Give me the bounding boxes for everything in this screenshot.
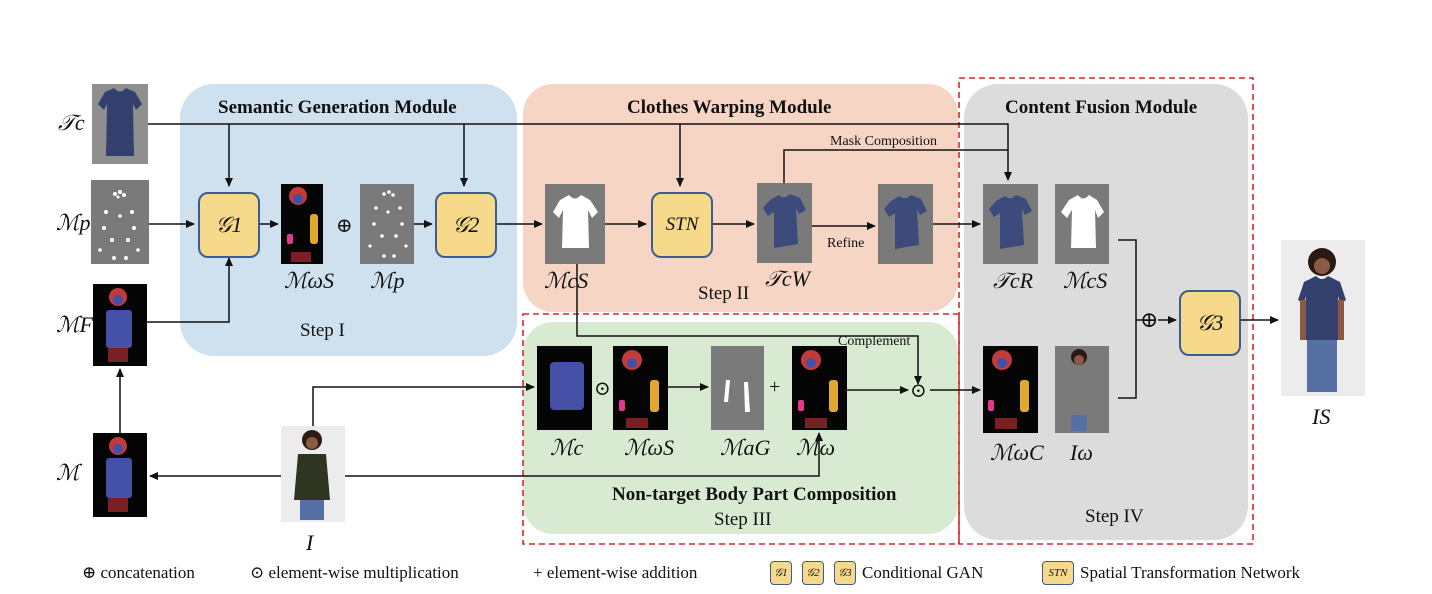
mw-image xyxy=(792,346,847,430)
legend-stn-box: STN xyxy=(1042,561,1074,585)
mws-label-step1: ℳωS xyxy=(284,268,335,293)
mcs-image-step2 xyxy=(545,184,605,264)
refined-image xyxy=(878,184,933,264)
legend-multiply: ⊙ element-wise multiplication xyxy=(250,563,459,583)
connectors xyxy=(116,123,1279,480)
mc-image xyxy=(537,346,592,430)
legend-concat-symbol: ⊕ xyxy=(82,563,97,582)
mws-label-step3: ℳωS xyxy=(624,435,675,460)
mp-image xyxy=(91,180,149,264)
i-label: I xyxy=(306,530,314,555)
iw-label: Iω xyxy=(1070,440,1093,465)
tc-label: 𝒯c xyxy=(58,110,85,135)
legend-concat: ⊕ concatenation xyxy=(82,563,195,583)
nontarget-module-title: Non-target Body Part Composition xyxy=(612,484,897,505)
step-2-label: Step II xyxy=(698,283,750,304)
fusion-module-title: Content Fusion Module xyxy=(1005,97,1198,118)
tcr-label: 𝒯cR xyxy=(993,268,1034,293)
mcs-label-step2: ℳcS xyxy=(544,268,589,293)
step-1-label: Step I xyxy=(300,320,345,341)
legend-multiply-text: element-wise multiplication xyxy=(268,563,459,582)
mp-label-step1: ℳp xyxy=(370,268,405,293)
g3-box: 𝒢3 xyxy=(1179,290,1241,356)
tcr-image xyxy=(983,184,1038,264)
mp-label: ℳp xyxy=(56,210,91,235)
legend-concat-text: concatenation xyxy=(100,563,195,582)
legend-add-text: element-wise addition xyxy=(546,563,698,582)
iw-image xyxy=(1055,346,1109,433)
is-output-image xyxy=(1281,240,1365,396)
mp-image-step1 xyxy=(360,184,414,264)
stn-box: STN xyxy=(651,192,713,258)
concat-operator-step1: ⊕ xyxy=(336,215,353,237)
legend-g3-box: 𝒢3 xyxy=(834,561,856,585)
mcs-label-step4: ℳcS xyxy=(1063,268,1108,293)
multiply-operator-step3: ⊙ xyxy=(594,378,611,400)
tcw-label: 𝒯cW xyxy=(765,266,810,291)
legend-g2-box: 𝒢2 xyxy=(802,561,824,585)
mws-image-step3 xyxy=(613,346,668,430)
refine-label: Refine xyxy=(827,236,865,251)
semantic-module-title: Semantic Generation Module xyxy=(218,97,457,118)
mws-image-step1 xyxy=(281,184,323,264)
g1-box: 𝒢1 xyxy=(198,192,260,258)
tc-image xyxy=(92,84,148,164)
mwc-label: ℳωC xyxy=(990,440,1044,465)
mag-image xyxy=(711,346,764,430)
warping-module-title: Clothes Warping Module xyxy=(627,97,832,118)
concat-operator-step4: ⊕ xyxy=(1140,307,1159,332)
step-3-label: Step III xyxy=(714,509,772,530)
mf-label: ℳF xyxy=(56,312,93,337)
m-image xyxy=(93,433,147,517)
mcs-image-step4 xyxy=(1055,184,1109,264)
legend-add: + element-wise addition xyxy=(533,563,697,583)
semantic-module-bg xyxy=(180,84,517,356)
add-operator-step3: + xyxy=(769,376,781,398)
warping-module-bg xyxy=(523,84,958,312)
legend-multiply-symbol: ⊙ xyxy=(250,563,265,582)
mc-label: ℳc xyxy=(550,435,584,460)
i-input-image xyxy=(281,426,345,522)
legend-g1-box: 𝒢1 xyxy=(770,561,792,585)
mwc-image xyxy=(983,346,1038,433)
is-label: IS xyxy=(1312,404,1331,429)
mf-image xyxy=(93,284,147,366)
m-label: ℳ xyxy=(56,460,80,485)
mask-composition-label: Mask Composition xyxy=(830,134,937,149)
legend-cgan-text: Conditional GAN xyxy=(862,563,984,582)
mw-label: ℳω xyxy=(796,435,836,460)
legend-add-symbol: + xyxy=(533,563,543,582)
dashed-outline-step3 xyxy=(522,313,960,545)
mag-label: ℳaG xyxy=(720,435,771,460)
multiply-operator-complement: ⊙ xyxy=(910,380,927,402)
step-4-label: Step IV xyxy=(1085,506,1144,527)
legend-stn-text: Spatial Transformation Network xyxy=(1080,563,1301,582)
complement-label: Complement xyxy=(838,334,911,349)
g2-box: 𝒢2 xyxy=(435,192,497,258)
tcw-image xyxy=(757,183,812,263)
